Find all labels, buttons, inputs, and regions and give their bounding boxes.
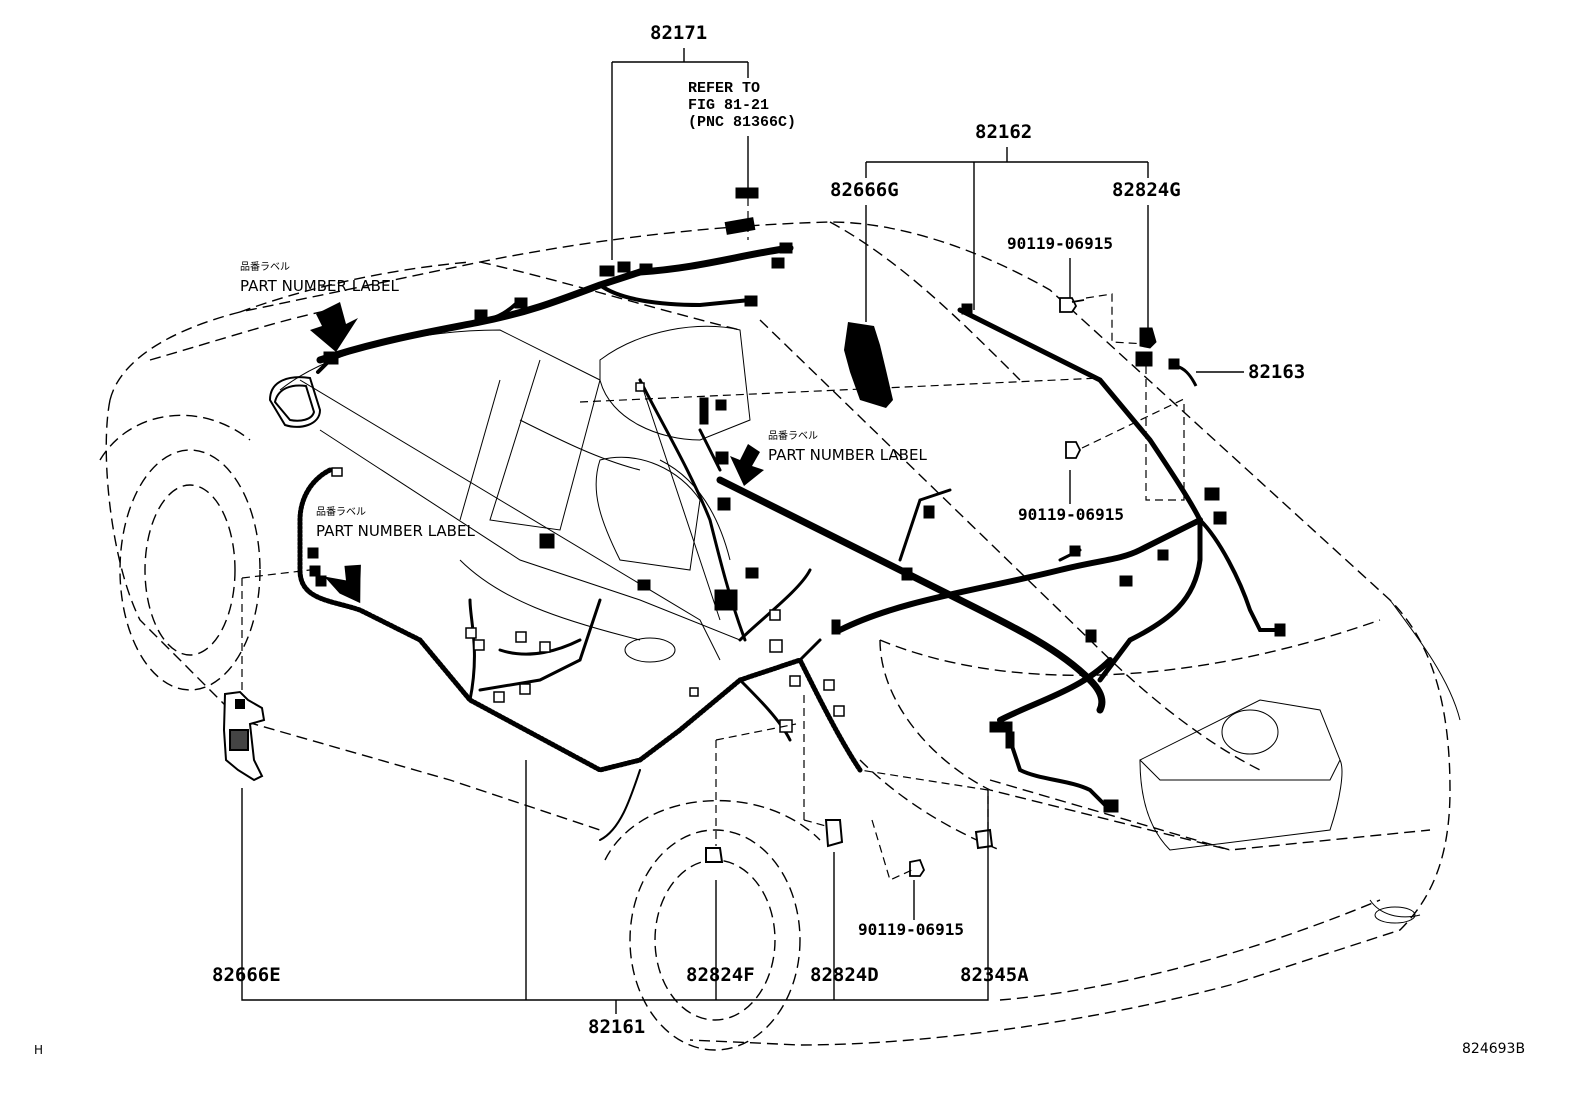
refer-note: REFER TO FIG 81-21 (PNC 81366C) — [688, 80, 797, 131]
part-82163 — [1168, 358, 1198, 387]
part-82666E-bracket — [222, 690, 266, 782]
left-mark: H — [34, 1043, 44, 1057]
part-number-label-2: PART NUMBER LABEL — [768, 446, 927, 464]
leader-lines — [241, 48, 1244, 1014]
part-82824G-label: 82824G — [1112, 179, 1181, 201]
harness-82161 — [297, 467, 863, 841]
fastener-clips — [705, 327, 1157, 863]
small-clips — [331, 382, 845, 733]
jp-label-3: 品番ラベル — [316, 507, 366, 518]
car-body-outline — [105, 221, 1451, 1046]
jp-label-1: 品番ラベル — [240, 262, 290, 273]
side-mirror — [268, 376, 322, 428]
bolts — [909, 297, 1085, 877]
part-82666E-label: 82666E — [212, 964, 281, 986]
interior-lines — [279, 325, 1461, 924]
part-82162-label: 82162 — [975, 121, 1033, 143]
part-82345A-label: 82345A — [960, 964, 1029, 986]
part-82666G-label: 82666G — [830, 179, 899, 201]
part-number-label-1: PART NUMBER LABEL — [240, 277, 399, 295]
connectors — [307, 187, 1286, 813]
harness-82171 — [316, 244, 794, 374]
part-number-label-3: PART NUMBER LABEL — [316, 522, 475, 540]
bolt-90119-top-label: 90119-06915 — [1007, 234, 1113, 253]
jp-label-2: 品番ラベル — [768, 431, 818, 442]
bolt-90119-mid-label: 90119-06915 — [1018, 505, 1124, 524]
label-arrows — [310, 302, 764, 604]
wheel-outlines — [99, 414, 821, 1051]
part-82171-label: 82171 — [650, 22, 708, 44]
bolt-90119-low-label: 90119-06915 — [858, 920, 964, 939]
figure-code: 824693B — [1462, 1041, 1526, 1057]
dashed-reference-lines — [241, 198, 1187, 881]
part-82824D-label: 82824D — [810, 964, 879, 986]
part-82824F-label: 82824F — [686, 964, 755, 986]
part-82666G-bracket — [844, 322, 893, 408]
part-82163-label: 82163 — [1248, 361, 1306, 383]
part-82161-label: 82161 — [588, 1016, 646, 1038]
